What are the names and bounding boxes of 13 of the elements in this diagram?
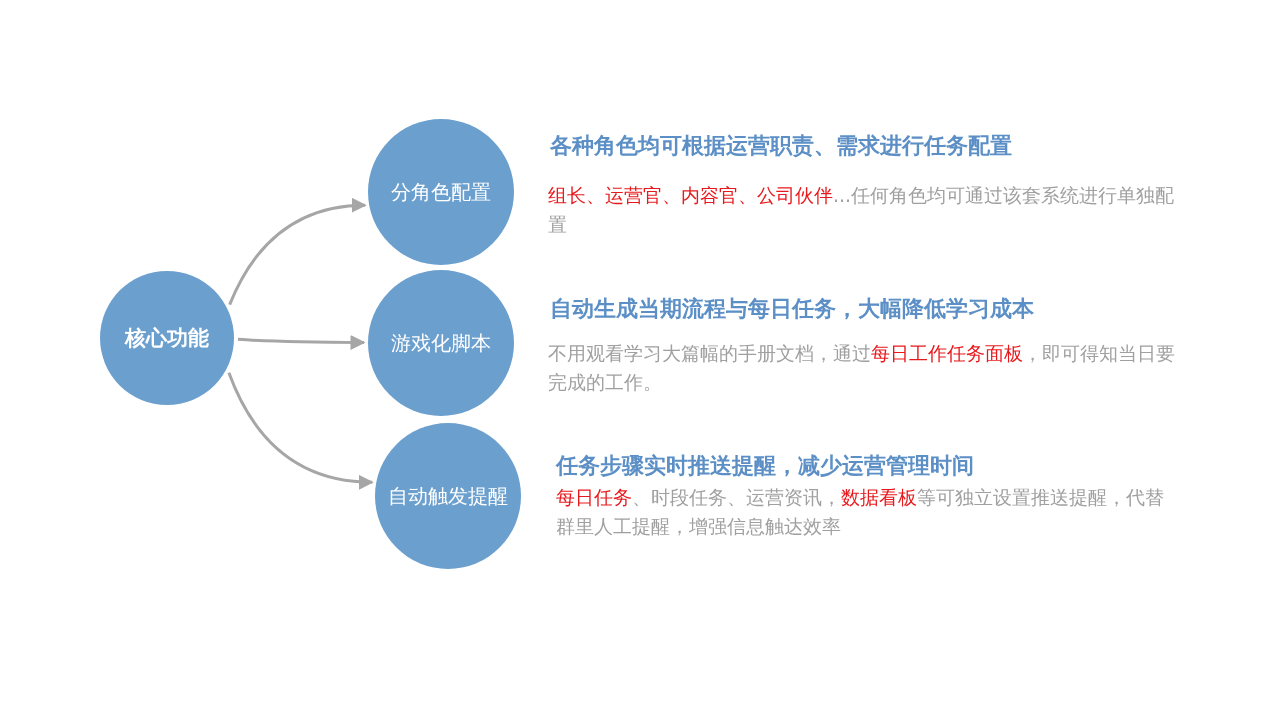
feature-heading: 各种角色均可根据运营职责、需求进行任务配置 <box>550 132 1012 160</box>
node-label: 核心功能 <box>125 325 209 352</box>
feature-description: 每日任务、时段任务、运营资讯，数据看板等可独立设置推送提醒，代替群里人工提醒，增强信息触达效率 <box>556 485 1165 539</box>
arrow <box>227 372 374 490</box>
feature-heading: 任务步骤实时推送提醒，减少运营管理时间 <box>556 452 974 480</box>
node-label: 分角色配置 <box>391 178 491 206</box>
node-label: 自动触发提醒 <box>388 482 508 510</box>
feature-description: 组长、运营官、内容官、公司伙伴...任何角色均可通过该套系统进行单独配置 <box>548 183 1176 237</box>
feature-description: 不用观看学习大篇幅的手册文档，通过每日工作任务面板，即可得知当日要完成的工作。 <box>548 341 1176 395</box>
feature-heading: 自动生成当期流程与每日任务，大幅降低学习成本 <box>550 295 1034 323</box>
node-label: 游戏化脚本 <box>391 329 491 357</box>
arrow <box>237 334 366 350</box>
arrow <box>228 198 367 306</box>
